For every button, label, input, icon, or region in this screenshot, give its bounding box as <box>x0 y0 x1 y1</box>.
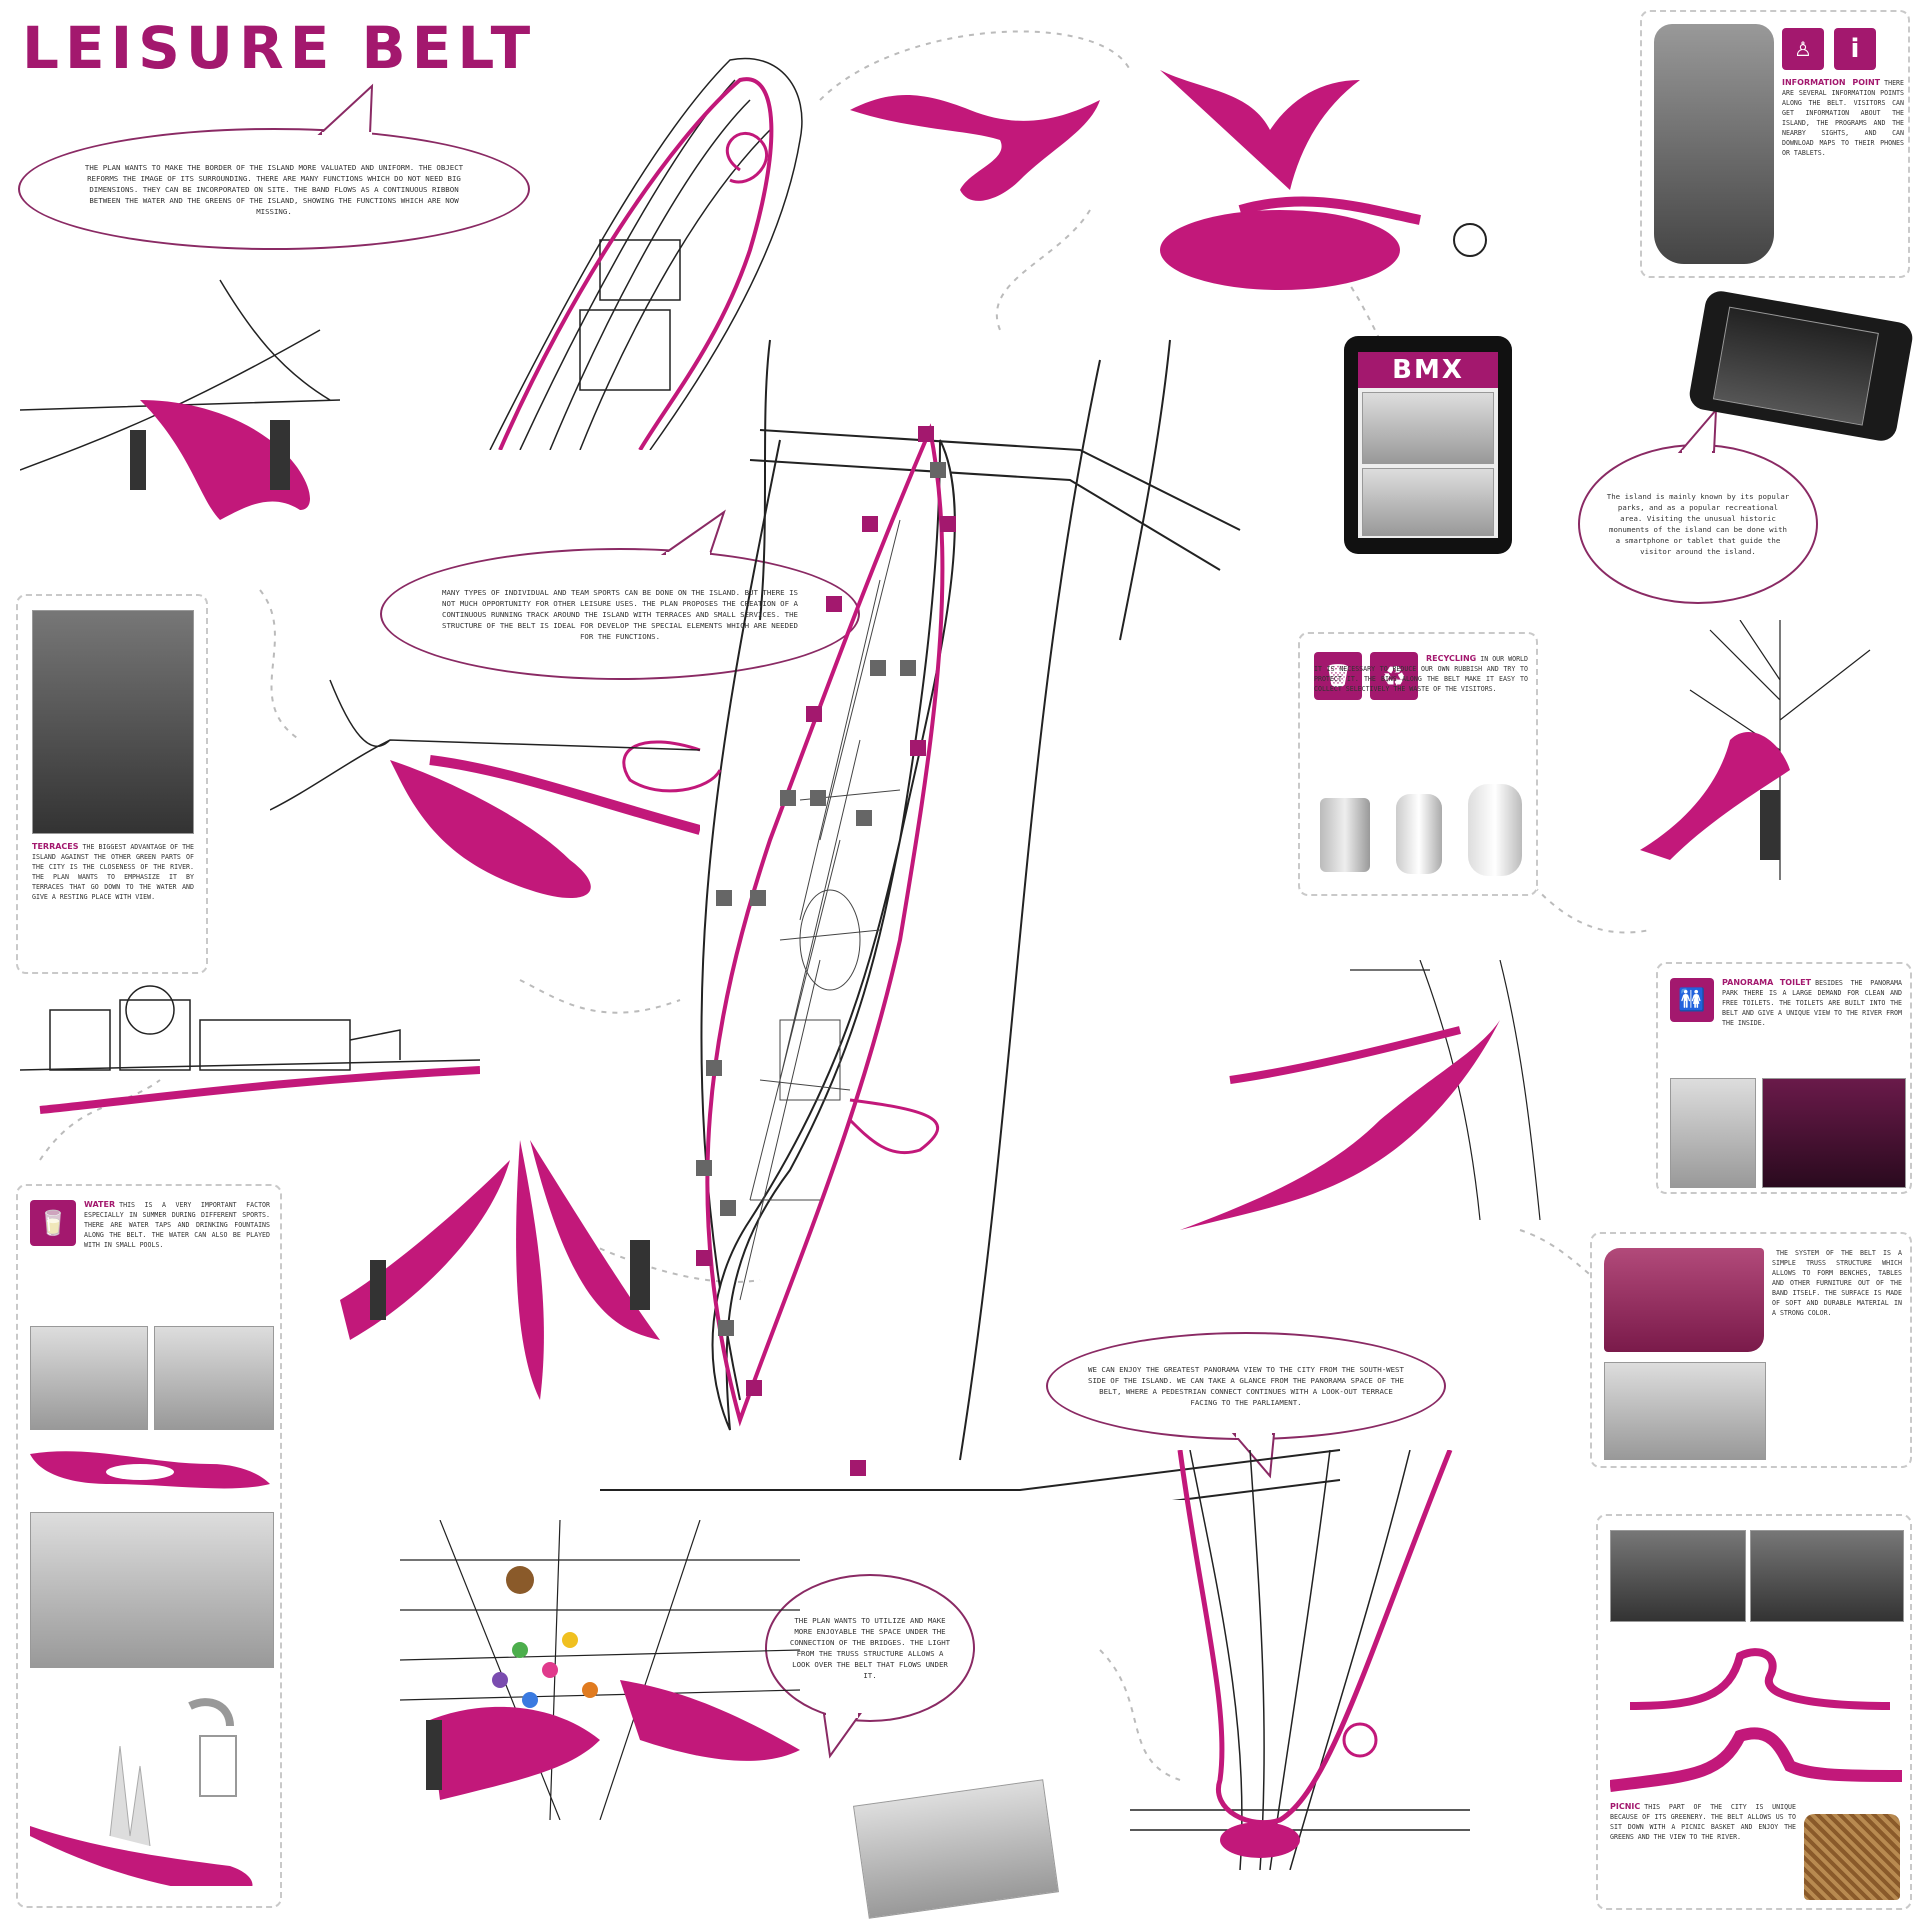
info-point-label: INFORMATION POINT <box>1782 78 1881 87</box>
picnic-body: THIS PART OF THE CITY IS UNIQUE BECAUSE … <box>1610 1803 1796 1841</box>
island-bubble: The island is mainly known by its popula… <box>1578 444 1818 604</box>
bridge-scene <box>400 1520 800 1820</box>
structure-text: THE SYSTEM OF THE BELT IS A SIMPLE TRUSS… <box>1772 1248 1902 1458</box>
bin-image-3 <box>1468 784 1522 876</box>
toilet-photo-1 <box>1670 1078 1756 1188</box>
furniture-image-1 <box>1604 1248 1764 1352</box>
picnic-basket-image <box>1804 1814 1900 1900</box>
tablet-photo-2 <box>1362 468 1494 536</box>
bridge-bubble: THE PLAN WANTS TO UTILIZE AND MAKE MORE … <box>765 1574 975 1722</box>
walking-person-icon: ♙ <box>1782 28 1824 70</box>
toilet-body: BESIDES THE PANORAMA PARK THERE IS A LAR… <box>1722 979 1902 1027</box>
structure-panel: THE SYSTEM OF THE BELT IS A SIMPLE TRUSS… <box>1590 1232 1912 1468</box>
skyline-sketch <box>20 985 480 1114</box>
picnic-label: PICNIC <box>1610 1802 1641 1811</box>
phone-screen <box>1712 306 1879 426</box>
sports-bubble-text: MANY TYPES OF INDIVIDUAL AND TEAM SPORTS… <box>442 587 798 641</box>
intro-bubble: THE PLAN WANTS TO MAKE THE BORDER OF THE… <box>18 128 530 250</box>
info-point-body: THERE ARE SEVERAL INFORMATION POINTS ALO… <box>1782 79 1904 157</box>
tablet-screen-title: BMX <box>1392 355 1464 385</box>
sports-bubble: MANY TYPES OF INDIVIDUAL AND TEAM SPORTS… <box>380 548 860 680</box>
recycling-body: IN OUR WORLD IT IS NECESSARY TO REDUCE O… <box>1314 655 1528 693</box>
island-bubble-tail <box>1677 408 1718 456</box>
picnic-ribbons <box>1610 1648 1902 1792</box>
picnic-photo-1 <box>1610 1530 1746 1622</box>
terraces-label: TERRACES <box>32 842 79 851</box>
water-label: WATER <box>84 1200 116 1209</box>
intro-bubble-tail <box>317 83 374 138</box>
terraces-body: THE BIGGEST ADVANTAGE OF THE ISLAND AGAI… <box>32 843 194 901</box>
view-bubble-tail <box>1231 1432 1276 1479</box>
island-map <box>600 339 1341 1500</box>
structure-body: THE SYSTEM OF THE BELT IS A SIMPLE TRUSS… <box>1772 1249 1902 1317</box>
tablet-screen: BMX <box>1358 352 1498 538</box>
water-photo-1 <box>30 1326 148 1430</box>
bin-image-1 <box>1320 798 1370 872</box>
south-tip-sketch <box>1130 1450 1470 1870</box>
top-ribbon-sculpture <box>850 95 1100 201</box>
sports-bubble-tail <box>660 509 726 558</box>
intro-bubble-text: THE PLAN WANTS TO MAKE THE BORDER OF THE… <box>84 162 464 216</box>
map-icons <box>696 426 956 1476</box>
water-fountain-ribbon <box>30 1698 253 1886</box>
skater-path-sketch <box>1180 960 1541 1230</box>
poster-title: LEISURE BELT <box>22 14 537 82</box>
north-tip-sketch <box>489 57 803 450</box>
picnic-photo-2 <box>1750 1530 1904 1622</box>
island-bubble-text: The island is mainly known by its popula… <box>1606 492 1790 556</box>
view-bubble-text: WE CAN ENJOY THE GREATEST PANORAMA VIEW … <box>1088 1365 1404 1407</box>
info-icon: i <box>1834 28 1876 70</box>
view-bubble: WE CAN ENJOY THE GREATEST PANORAMA VIEW … <box>1046 1332 1446 1440</box>
water-photo-3 <box>30 1512 274 1668</box>
tablet-photo-1 <box>1362 392 1494 464</box>
bin-icon: 🗑 <box>1314 652 1362 700</box>
toilet-icon: 🚻 <box>1670 978 1714 1022</box>
bin-image-2 <box>1396 794 1442 874</box>
water-pool-ribbon <box>30 1451 270 1489</box>
water-body: THIS IS A VERY IMPORTANT FACTOR ESPECIAL… <box>84 1201 270 1249</box>
water-icon: 🥛 <box>30 1200 76 1246</box>
furniture-image-2 <box>1604 1362 1766 1460</box>
water-photo-2 <box>154 1326 274 1430</box>
tree-ribbon-sketch <box>1640 620 1871 880</box>
tablet-device: BMX <box>1344 336 1512 554</box>
terraces-photo <box>32 610 194 834</box>
bridge-bubble-tail <box>822 1712 862 1759</box>
recycling-label: RECYCLING <box>1426 654 1477 663</box>
recycle-icon: ♻ <box>1370 652 1418 700</box>
toilet-label: PANORAMA TOILET <box>1722 978 1812 987</box>
split-ribbon-sketch <box>340 1140 660 1400</box>
kiosk-image <box>1654 24 1774 264</box>
bridge-bubble-text: THE PLAN WANTS TO UTILIZE AND MAKE MORE … <box>789 1616 951 1680</box>
toilet-photo-2 <box>1762 1078 1906 1188</box>
top-ribbon-platform <box>1160 70 1487 290</box>
running-track-sketch <box>20 279 340 520</box>
terrace-sketch <box>270 679 700 899</box>
